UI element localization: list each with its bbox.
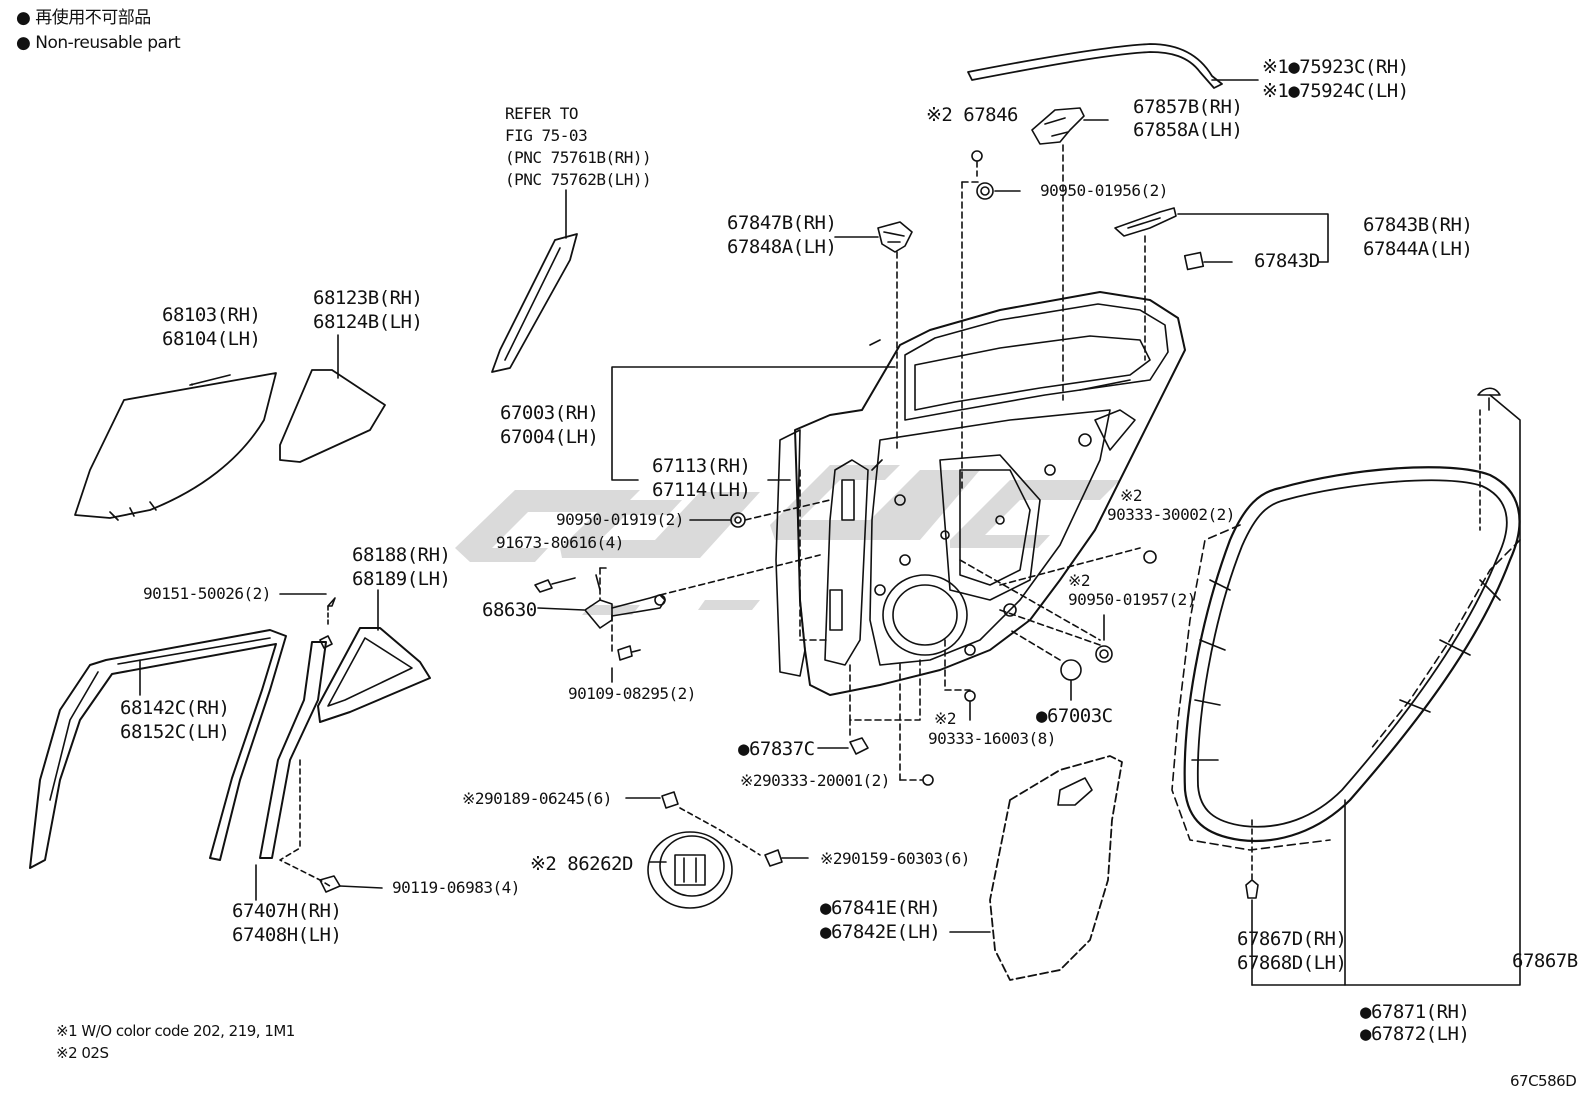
label-67407h[interactable]: 67407H(RH)	[232, 900, 342, 922]
label-67843b[interactable]: 67843B(RH)	[1363, 214, 1473, 236]
clip-67837c	[817, 737, 869, 755]
watermark-logo	[455, 465, 1120, 615]
door-panel-67003	[611, 291, 1186, 696]
label-68188[interactable]: 68188(RH)	[352, 544, 451, 566]
label-67867d[interactable]: 67867D(RH)	[1237, 928, 1347, 950]
label-90950-01919[interactable]: 90950-01919(2)	[556, 510, 684, 529]
label-67868d[interactable]: 67868D(LH)	[1237, 952, 1347, 974]
label-67844a[interactable]: 67844A(LH)	[1363, 238, 1473, 260]
label-68103[interactable]: 68103(RH)	[162, 304, 261, 326]
clip-90333-20001	[922, 774, 934, 786]
door-check-68630	[534, 574, 666, 683]
label-67871[interactable]: ●67871(RH)	[1360, 1001, 1470, 1023]
label-68123b[interactable]: 68123B(RH)	[313, 287, 423, 309]
label-67837c[interactable]: ●67837C	[738, 738, 815, 760]
label-67872[interactable]: ●67872(LH)	[1360, 1023, 1470, 1045]
grommet-90950-01919	[689, 512, 746, 528]
footnote-1: ※1 W/O color code 202, 219, 1M1	[56, 1022, 295, 1040]
footnote-2: ※2 02S	[56, 1044, 109, 1062]
label-67841e[interactable]: ●67841E(RH)	[820, 897, 941, 919]
label-68152c[interactable]: 68152C(LH)	[120, 721, 230, 743]
label-68104[interactable]: 68104(LH)	[162, 328, 261, 350]
figure-code: 67C586D	[1510, 1072, 1577, 1090]
grommet-90950-01956	[961, 181, 1021, 491]
label-75923c[interactable]: ※1●75923C(RH)	[1262, 56, 1409, 78]
division-bar-67407h	[255, 593, 383, 901]
label-90151-50026[interactable]: 90151-50026(2)	[143, 584, 271, 603]
clip-90333-30002	[1143, 550, 1157, 564]
label-note-s2-b: ※2	[1068, 571, 1091, 590]
legend-line-en: ● Non-reusable part	[16, 33, 181, 53]
quarter-frame-68188	[317, 589, 431, 723]
label-67003c[interactable]: ●67003C	[1036, 705, 1113, 727]
label-67848a[interactable]: 67848A(LH)	[727, 236, 837, 258]
label-67842e[interactable]: ●67842E(LH)	[820, 921, 941, 943]
label-86262d[interactable]: ※2 86262D	[530, 853, 633, 875]
label-90950-01956[interactable]: 90950-01956(2)	[1040, 181, 1168, 200]
label-68630[interactable]: 68630	[482, 599, 537, 621]
label-67408h[interactable]: 67408H(LH)	[232, 924, 342, 946]
label-67003[interactable]: 67003(RH)	[500, 402, 599, 424]
label-67843d[interactable]: 67843D	[1254, 250, 1320, 272]
clip-67867b	[1344, 387, 1521, 986]
speaker-86262d	[625, 791, 809, 909]
label-90333-16003[interactable]: 90333-16003(8)	[928, 729, 1056, 748]
label-68189[interactable]: 68189(LH)	[352, 568, 451, 590]
refer-note: REFER TO FIG 75-03 (PNC 75761B(RH)) (PNC…	[505, 104, 652, 189]
quarter-glass-68123b	[279, 334, 386, 463]
label-67858a[interactable]: 67858A(LH)	[1133, 119, 1243, 141]
clip-90333-16003	[964, 690, 976, 721]
door-glass-68103	[74, 372, 277, 521]
label-note-s2-c: ※2	[934, 709, 957, 728]
pillar-moulding	[491, 189, 578, 373]
window-moulding-75923c	[967, 43, 1259, 89]
label-67846[interactable]: ※2 67846	[926, 104, 1019, 126]
grommet-90950-01957	[1095, 614, 1113, 663]
label-67113[interactable]: 67113(RH)	[652, 455, 751, 477]
bracket-67847b	[834, 221, 913, 451]
label-90950-01957[interactable]: 90950-01957(2)	[1068, 590, 1196, 609]
label-67847b[interactable]: 67847B(RH)	[727, 212, 837, 234]
label-90109-08295[interactable]: 90109-08295(2)	[568, 684, 696, 703]
label-91673-80616[interactable]: 91673-80616(4)	[496, 533, 624, 552]
label-67004[interactable]: 67004(LH)	[500, 426, 599, 448]
label-90333-20001[interactable]: ※290333-20001(2)	[740, 771, 890, 790]
label-90189-06245[interactable]: ※290189-06245(6)	[462, 789, 612, 808]
service-hole-cover-67841e	[949, 755, 1123, 981]
label-68142c[interactable]: 68142C(RH)	[120, 697, 230, 719]
label-90159-60303[interactable]: ※290159-60303(6)	[820, 849, 970, 868]
cap-67003c	[1060, 659, 1082, 701]
run-channel-68142c	[29, 629, 287, 869]
label-67857b[interactable]: 67857B(RH)	[1133, 96, 1243, 118]
label-90333-30002[interactable]: 90333-30002(2)	[1107, 505, 1235, 524]
label-67867b[interactable]: 67867B	[1512, 950, 1578, 972]
label-note-s2-a: ※2	[1120, 486, 1143, 505]
label-90119-06983[interactable]: 90119-06983(4)	[392, 878, 520, 897]
clip-67846	[971, 150, 983, 179]
label-75924c[interactable]: ※1●75924C(LH)	[1262, 80, 1409, 102]
bracket-67857b	[1031, 107, 1109, 401]
weatherstrip-67871	[1171, 466, 1521, 986]
label-67114[interactable]: 67114(LH)	[652, 479, 751, 501]
bracket-67843b	[1114, 207, 1329, 361]
label-68124b[interactable]: 68124B(LH)	[313, 311, 423, 333]
legend-line-jp: ● 再使用不可部品	[16, 8, 151, 28]
leader-lines-dashed	[599, 469, 1141, 781]
